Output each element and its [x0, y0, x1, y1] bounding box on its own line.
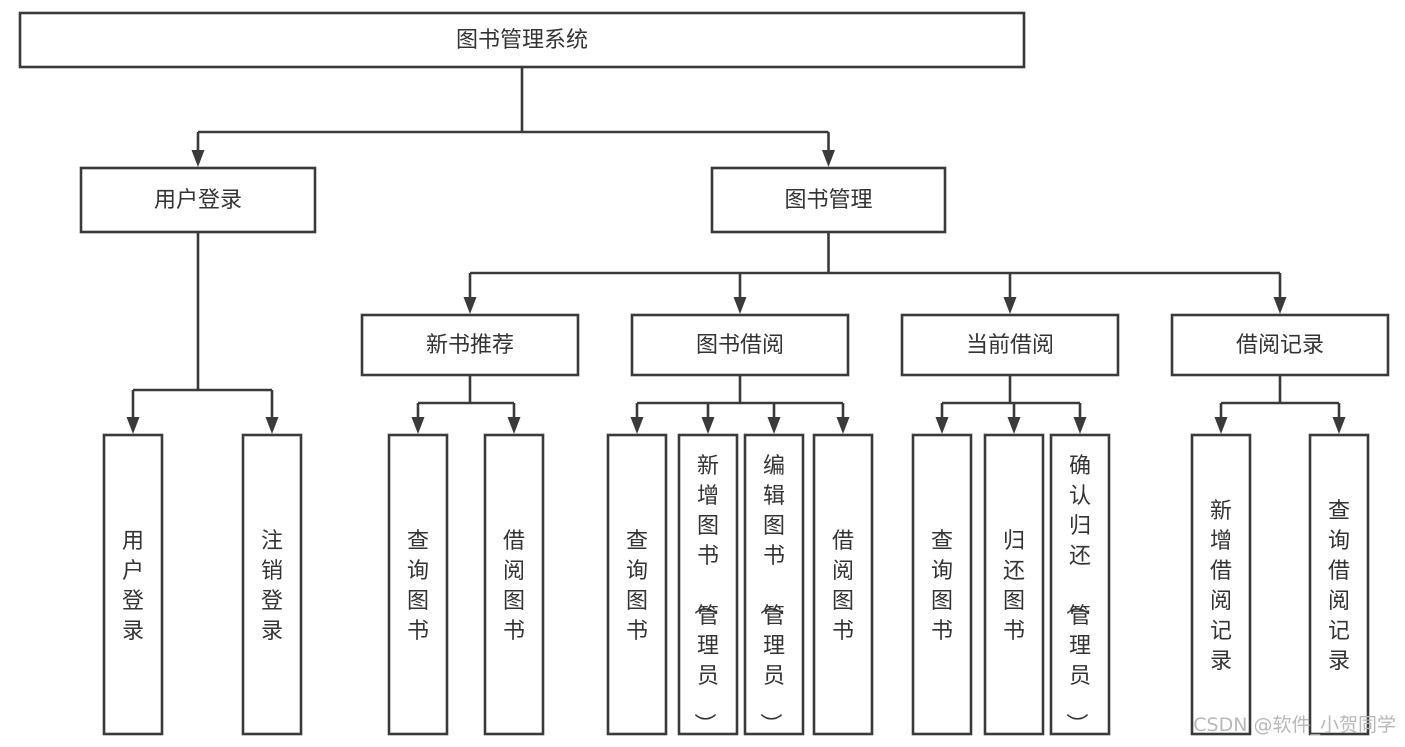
node-leaf-10-确认归还管理员[interactable]: 确认归还（管理员） — [1049, 433, 1111, 736]
node-box — [630, 313, 850, 377]
node-box — [911, 433, 973, 736]
node-label: 借阅图书 — [832, 529, 854, 644]
node-leaf-9-归还图书[interactable]: 归还图书 — [983, 433, 1045, 736]
node-label: 查询借阅记录 — [1328, 499, 1350, 674]
arrow-head-icon — [126, 417, 140, 434]
node-box — [483, 433, 545, 736]
node-box — [1190, 433, 1252, 736]
node-box — [743, 433, 805, 736]
node-l3-0-新书推荐[interactable]: 新书推荐 — [360, 313, 580, 377]
node-box — [710, 166, 947, 234]
node-leaf-8-查询图书[interactable]: 查询图书 — [911, 433, 973, 736]
node-label: 用户登录 — [154, 188, 242, 213]
arrow-head-icon — [836, 417, 850, 434]
arrow-head-icon — [767, 417, 781, 434]
arrow-head-icon — [411, 417, 425, 434]
node-box — [812, 433, 874, 736]
node-label: 查询图书 — [931, 529, 953, 644]
node-l2-1-图书管理[interactable]: 图书管理 — [710, 166, 947, 234]
node-leaf-5-新增图书管理员[interactable]: 新增图书（管理员） — [677, 433, 739, 736]
node-label: 查询图书 — [626, 529, 648, 644]
node-leaf-3-借阅图书[interactable]: 借阅图书 — [483, 433, 545, 736]
node-label: 新增借阅记录 — [1210, 499, 1232, 674]
node-label: 新书推荐 — [426, 333, 514, 358]
node-label: 图书管理 — [784, 188, 872, 213]
node-box — [18, 11, 1026, 69]
node-leaf-12-查询借阅记录[interactable]: 查询借阅记录 — [1308, 433, 1370, 736]
node-box — [79, 166, 317, 234]
arrow-head-icon — [507, 417, 521, 434]
node-box — [1049, 433, 1111, 736]
node-leaf-0-用户登录[interactable]: 用户登录 — [102, 433, 164, 736]
node-root-0-图书管理系统[interactable]: 图书管理系统 — [18, 11, 1026, 69]
arrow-head-icon — [701, 417, 715, 434]
arrow-head-icon — [630, 417, 644, 434]
node-l3-3-借阅记录[interactable]: 借阅记录 — [1170, 313, 1390, 377]
node-label: 借阅记录 — [1236, 333, 1324, 358]
arrow-head-icon — [265, 417, 279, 434]
arrow-head-icon — [733, 297, 747, 314]
node-box — [677, 433, 739, 736]
node-box — [983, 433, 1045, 736]
node-label: 借阅图书 — [503, 529, 525, 644]
node-box — [102, 433, 164, 736]
node-leaf-4-查询图书[interactable]: 查询图书 — [606, 433, 668, 736]
node-label: 图书管理系统 — [456, 28, 588, 53]
node-l3-1-图书借阅[interactable]: 图书借阅 — [630, 313, 850, 377]
node-label: 用户登录 — [122, 529, 144, 644]
node-leaf-2-查询图书[interactable]: 查询图书 — [387, 433, 449, 736]
node-label: 编辑图书（管理员） — [757, 454, 785, 735]
arrow-head-icon — [1273, 297, 1287, 314]
arrow-head-icon — [1073, 417, 1087, 434]
node-label: 归还图书 — [1003, 529, 1025, 644]
arrow-head-icon — [463, 297, 477, 314]
node-label: 图书借阅 — [696, 333, 784, 358]
arrow-head-icon — [822, 150, 835, 167]
node-box — [241, 433, 303, 736]
node-leaf-7-借阅图书[interactable]: 借阅图书 — [812, 433, 874, 736]
arrow-head-icon — [1007, 417, 1021, 434]
node-box — [360, 313, 580, 377]
arrow-head-icon — [935, 417, 949, 434]
arrow-head-icon — [1332, 417, 1346, 434]
node-label: 确认归还（管理员） — [1063, 454, 1091, 735]
node-label: 注销登录 — [261, 529, 283, 644]
node-l2-0-用户登录[interactable]: 用户登录 — [79, 166, 317, 234]
node-label: 查询图书 — [407, 529, 429, 644]
arrow-head-icon — [191, 150, 205, 167]
node-leaf-1-注销登录[interactable]: 注销登录 — [241, 433, 303, 736]
node-leaf-11-新增借阅记录[interactable]: 新增借阅记录 — [1190, 433, 1252, 736]
node-l3-2-当前借阅[interactable]: 当前借阅 — [900, 313, 1120, 377]
node-box — [606, 433, 668, 736]
node-layer: 图书管理系统用户登录图书管理新书推荐图书借阅当前借阅借阅记录用户登录注销登录查询… — [18, 11, 1390, 736]
node-box — [1308, 433, 1370, 736]
node-label: 当前借阅 — [966, 333, 1054, 358]
connector-layer — [126, 67, 1346, 434]
node-box — [387, 433, 449, 736]
node-leaf-6-编辑图书管理员[interactable]: 编辑图书（管理员） — [743, 433, 805, 736]
csdn-watermark: CSDN @软件_小贺同学 — [1193, 714, 1396, 736]
node-box — [1170, 313, 1390, 377]
arrow-head-icon — [1003, 297, 1017, 314]
node-label: 新增图书（管理员） — [691, 454, 719, 735]
node-box — [900, 313, 1120, 377]
arrow-head-icon — [1214, 417, 1228, 434]
